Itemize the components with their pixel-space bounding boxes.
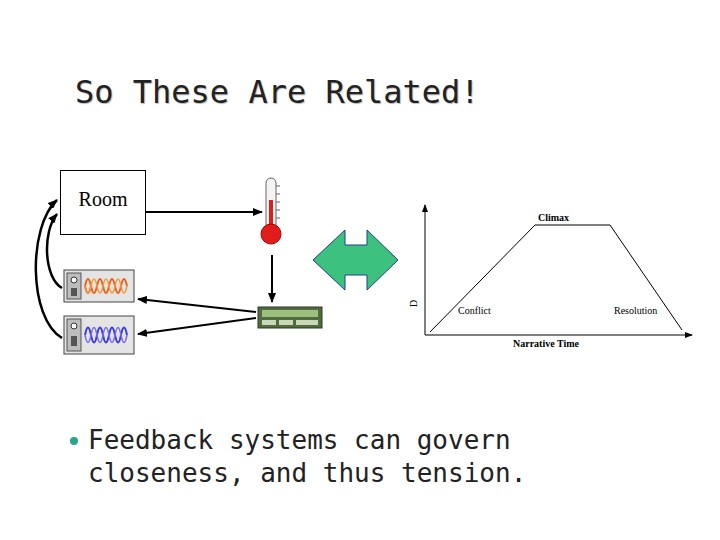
control-arrow bbox=[138, 299, 256, 312]
axis-label: D bbox=[408, 300, 419, 307]
bullet-dot bbox=[70, 437, 78, 445]
slide-title: So These Are Related! bbox=[75, 73, 480, 111]
phase-label: Conflict bbox=[458, 305, 491, 316]
phase-label: Resolution bbox=[614, 305, 657, 316]
tension-curve bbox=[430, 225, 682, 332]
x-axis bbox=[425, 335, 692, 336]
thermostat-symbol bbox=[258, 307, 322, 328]
control-arrow bbox=[138, 318, 256, 334]
bullet-text: Feedback systems can govern closeness, a… bbox=[88, 424, 543, 490]
thermometer-symbol bbox=[261, 178, 281, 244]
signal-arrow bbox=[271, 255, 273, 302]
signal-arrow bbox=[146, 211, 262, 213]
cooler-symbol bbox=[64, 316, 134, 354]
axis-label: Narrative Time bbox=[513, 338, 579, 349]
y-axis bbox=[425, 205, 426, 335]
node-label: Room bbox=[79, 188, 128, 211]
feedback-arrow bbox=[36, 200, 62, 338]
peak-label: Climax bbox=[538, 212, 569, 223]
room-box: Room bbox=[60, 170, 146, 235]
heater-symbol bbox=[64, 270, 134, 302]
equivalence-arrow bbox=[313, 230, 398, 290]
